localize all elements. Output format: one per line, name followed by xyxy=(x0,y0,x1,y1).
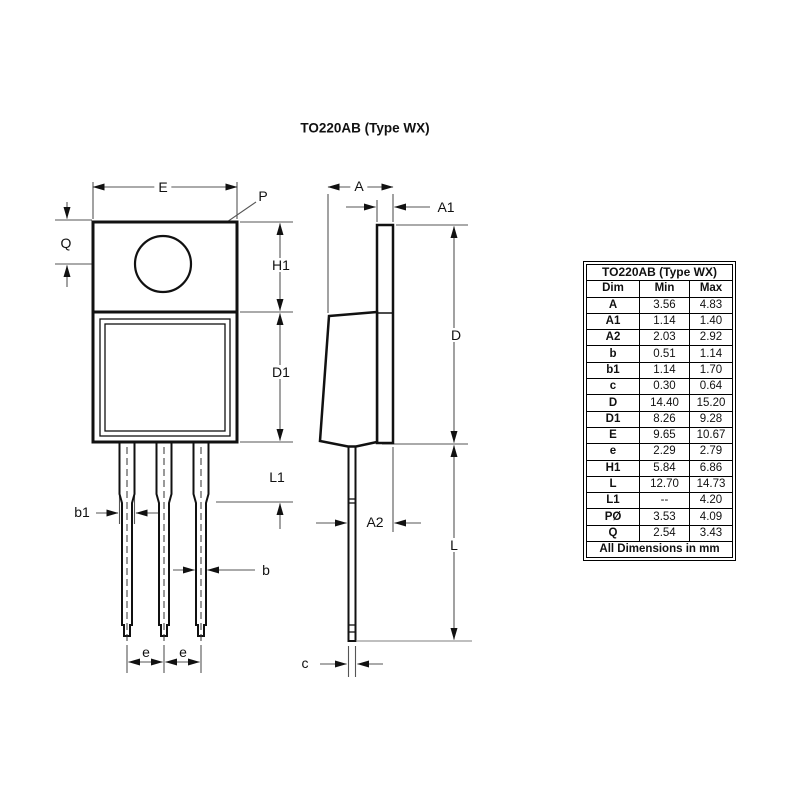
table-title-row: TO220AB (Type WX) xyxy=(586,263,733,282)
side-view xyxy=(316,183,472,677)
value-cell: 14.73 xyxy=(689,475,733,494)
side-body xyxy=(318,310,379,448)
dim-label-A2: A2 xyxy=(366,514,384,530)
dim-label-A: A xyxy=(350,179,368,193)
dim-cell: b1 xyxy=(586,361,640,380)
table-footer-row: All Dimensions in mm xyxy=(586,541,733,559)
value-cell: 1.14 xyxy=(689,345,733,363)
side-lead xyxy=(347,446,357,642)
dim-cell: L1 xyxy=(586,492,640,510)
dim-label-P: P xyxy=(258,188,268,204)
value-cell: 1.70 xyxy=(689,361,733,380)
value-cell: 2.92 xyxy=(689,329,733,347)
value-cell: 1.14 xyxy=(639,312,690,331)
value-cell: 4.83 xyxy=(689,296,733,314)
value-cell: 2.03 xyxy=(639,329,690,347)
value-cell: 1.40 xyxy=(689,312,733,331)
page-title: TO220AB (Type WX) xyxy=(300,120,430,136)
dim-label-H1: H1 xyxy=(268,258,294,272)
dim-label-E: E xyxy=(154,180,172,194)
dim-label-Q: Q xyxy=(60,235,72,251)
value-cell: 2.54 xyxy=(639,524,690,543)
mounting-hole xyxy=(133,234,193,294)
value-cell: 0.30 xyxy=(639,378,690,396)
col-header-min: Min xyxy=(639,280,690,298)
value-cell: 4.20 xyxy=(689,492,733,510)
dim-cell: D1 xyxy=(586,410,640,428)
dim-label-D1: D1 xyxy=(268,365,294,379)
dim-cell: e xyxy=(586,443,640,461)
side-tab xyxy=(375,223,395,445)
table-row: L1--4.20 xyxy=(586,492,733,510)
value-cell: 3.53 xyxy=(639,508,690,526)
front-view xyxy=(55,182,293,673)
dim-label-L: L xyxy=(446,538,462,552)
value-cell: 2.29 xyxy=(639,443,690,461)
col-header-dim: Dim xyxy=(586,280,640,298)
value-cell: 2.79 xyxy=(689,443,733,461)
dim-cell: A2 xyxy=(586,329,640,347)
front-body-inner-2 xyxy=(104,323,226,432)
table-header-row: Dim Min Max xyxy=(586,280,733,298)
value-cell: 10.67 xyxy=(689,426,733,445)
dim-cell: L xyxy=(586,475,640,494)
value-cell: 5.84 xyxy=(639,459,690,477)
value-cell: 1.14 xyxy=(639,361,690,380)
front-body-inner-1 xyxy=(99,318,231,437)
front-body xyxy=(91,310,239,444)
value-cell: 9.28 xyxy=(689,410,733,428)
dim-label-D: D xyxy=(446,328,466,342)
value-cell: 3.43 xyxy=(689,524,733,543)
dim-cell: b xyxy=(586,345,640,363)
dim-label-b: b xyxy=(262,562,270,578)
value-cell: 0.64 xyxy=(689,378,733,396)
dim-label-e2: e xyxy=(179,644,187,660)
dim-cell: Q xyxy=(586,524,640,543)
dim-cell: A xyxy=(586,296,640,314)
dim-label-e1: e xyxy=(142,644,150,660)
dim-cell: A1 xyxy=(586,312,640,331)
dim-label-A1: A1 xyxy=(437,199,455,215)
dim-label-L1: L1 xyxy=(265,470,289,484)
dim-cell: H1 xyxy=(586,459,640,477)
value-cell: 8.26 xyxy=(639,410,690,428)
value-cell: 0.51 xyxy=(639,345,690,363)
table-footer: All Dimensions in mm xyxy=(586,541,733,559)
value-cell: 14.40 xyxy=(639,394,690,412)
dim-label-b1: b1 xyxy=(74,504,90,520)
value-cell: 4.09 xyxy=(689,508,733,526)
table-title: TO220AB (Type WX) xyxy=(586,263,733,282)
value-cell: -- xyxy=(639,492,690,510)
value-cell: 3.56 xyxy=(639,296,690,314)
dim-cell: D xyxy=(586,394,640,412)
value-cell: 9.65 xyxy=(639,426,690,445)
dim-cell: E xyxy=(586,426,640,445)
value-cell: 6.86 xyxy=(689,459,733,477)
dim-cell: c xyxy=(586,378,640,396)
col-header-max: Max xyxy=(689,280,733,298)
dim-cell: PØ xyxy=(586,508,640,526)
value-cell: 12.70 xyxy=(639,475,690,494)
value-cell: 15.20 xyxy=(689,394,733,412)
dim-label-c: c xyxy=(301,655,309,671)
